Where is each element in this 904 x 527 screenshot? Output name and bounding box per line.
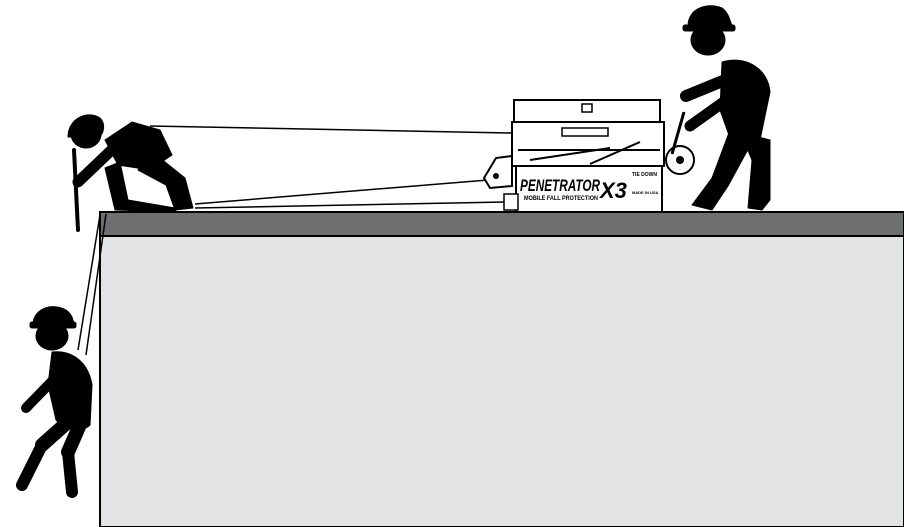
hanging-worker-head bbox=[35, 321, 69, 351]
hanging-worker-thigh bbox=[35, 413, 77, 452]
unit-front-bracket bbox=[482, 154, 513, 190]
hanging-worker-shin bbox=[16, 439, 48, 491]
kneeling-worker-pole bbox=[72, 148, 80, 232]
roof-structure bbox=[99, 211, 904, 527]
standing-worker-leg-back bbox=[739, 131, 771, 211]
unit-lid-latch bbox=[581, 103, 593, 113]
unit-diagonal-strut bbox=[529, 147, 611, 161]
lifeline-top bbox=[149, 125, 513, 134]
lifeline-lower-b bbox=[85, 213, 107, 356]
unit-wheel-hub bbox=[676, 156, 684, 164]
standing-worker-leg-front bbox=[691, 129, 753, 211]
unit-tagline-label: MOBILE FALL PROTECTION bbox=[524, 196, 598, 202]
lifeline-lower-a bbox=[77, 214, 101, 351]
standing-worker-arm-upper bbox=[680, 72, 736, 102]
lifelines bbox=[77, 125, 513, 356]
hanging-worker-helmet bbox=[32, 306, 75, 325]
unit-maker-label: TIE DOWN bbox=[632, 172, 657, 178]
hanging-worker-arm bbox=[21, 370, 63, 413]
unit-brand-label: PENETRATOR bbox=[520, 176, 601, 195]
unit-handle-bar bbox=[670, 111, 686, 155]
standing-worker-figure bbox=[680, 5, 771, 211]
unit-origin-label: MADE IN USA bbox=[632, 190, 659, 195]
standing-worker-head bbox=[690, 24, 726, 56]
lifeline-middle bbox=[194, 179, 489, 205]
unit-model-label: X3 bbox=[598, 178, 627, 203]
unit-diagonal-strut-2 bbox=[589, 141, 641, 165]
lifeline-bottom bbox=[194, 201, 506, 209]
roof-surface bbox=[99, 211, 904, 237]
unit-bracket-bolt bbox=[493, 173, 499, 179]
kneeling-worker-shin bbox=[104, 161, 177, 213]
kneeling-worker-head bbox=[70, 119, 102, 149]
unit-cylinder bbox=[561, 127, 609, 137]
standing-worker-arm-lower bbox=[684, 90, 738, 132]
unit-base-skid bbox=[503, 193, 519, 211]
hanging-worker-figure bbox=[16, 306, 93, 498]
kneeling-worker-figure bbox=[67, 114, 194, 232]
standing-worker-helmet bbox=[687, 5, 733, 27]
hanging-worker-shin-2 bbox=[62, 446, 78, 498]
kneeling-worker-arm bbox=[72, 136, 126, 188]
unit-housing bbox=[515, 165, 663, 213]
penetrator-x3-unit: PENETRATOR X3 MOBILE FALL PROTECTION TIE… bbox=[482, 99, 695, 213]
roof-wall-face bbox=[99, 235, 904, 527]
